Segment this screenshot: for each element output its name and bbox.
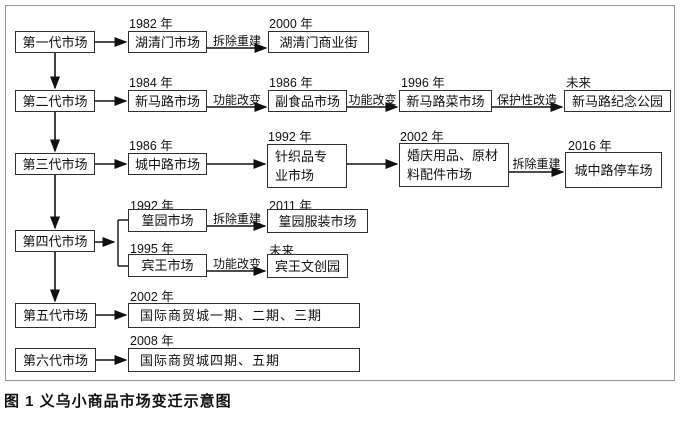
gen4-box: 第四代市场 [15,230,95,252]
edge-label-function-change-row4: 功能改变 [212,257,261,271]
node-xinmalu-market: 新马路市场 [128,90,207,112]
gen2-box: 第二代市场 [15,90,95,112]
year-label-2016: 2016 年 [568,139,612,153]
gen3-box: 第三代市场 [15,153,95,175]
node-international-trade-city-phase4-5: 国际商贸城四期、五期 [128,348,360,372]
node-binwang-market: 宾王市场 [128,254,207,277]
edge-label-function-change-row2a: 功能改变 [212,93,261,107]
node-chengzhonglu-market: 城中路市场 [128,153,207,175]
node-xinmalu-memorial-park: 新马路纪念公园 [564,90,671,112]
figure-caption: 图 1 义乌小商品市场变迁示意图 [4,393,232,410]
year-label-1995: 1995 年 [130,242,174,256]
edge-label-function-change-row2b: 功能改变 [348,93,397,107]
year-label-future-park: 未来 [566,76,592,90]
year-label-2002-wedding: 2002 年 [400,130,444,144]
gen1-box: 第一代市场 [15,31,95,53]
year-label-2008: 2008 年 [130,334,174,348]
node-huangyuan-clothing-market: 篁园服装市场 [267,209,368,233]
edge-label-protective-renovation: 保护性改造 [496,93,557,107]
gen6-box: 第六代市场 [15,348,96,372]
node-huqingmen-commercial-street: 湖清门商业街 [268,31,369,53]
year-label-1986-food: 1986 年 [269,76,313,90]
edge-label-demolish-rebuild-row1: 拆除重建 [212,34,261,48]
gen5-box: 第五代市场 [15,303,96,328]
year-label-1992-knitwear: 1992 年 [268,130,312,144]
node-huangyuan-market: 篁园市场 [128,209,207,232]
node-chengzhonglu-parking-lot: 城中路停车场 [565,152,662,188]
node-international-trade-city-phase1-3: 国际商贸城一期、二期、三期 [128,303,360,328]
node-huqingmen-market: 湖清门市场 [128,31,207,53]
year-label-2002-trade-city: 2002 年 [130,290,174,304]
node-subsidiary-food-market: 副食品市场 [268,90,347,112]
node-wedding-supplies-raw-materials-market: 婚庆用品、原材料配件市场 [399,143,509,187]
node-binwang-cultural-creative-park: 宾王文创园 [267,254,348,278]
node-xinmalu-vegetable-market: 新马路菜市场 [399,90,492,112]
year-label-1982: 1982 年 [129,17,173,31]
year-label-1986-chengzhonglu: 1986 年 [129,139,173,153]
year-label-1984: 1984 年 [129,76,173,90]
edge-label-demolish-rebuild-row4: 拆除重建 [212,212,261,226]
year-label-1996: 1996 年 [401,76,445,90]
edge-label-demolish-rebuild-row3: 拆除重建 [512,157,561,171]
year-label-2000: 2000 年 [269,17,313,31]
node-knitwear-specialized-market: 针织品专业市场 [267,144,347,188]
